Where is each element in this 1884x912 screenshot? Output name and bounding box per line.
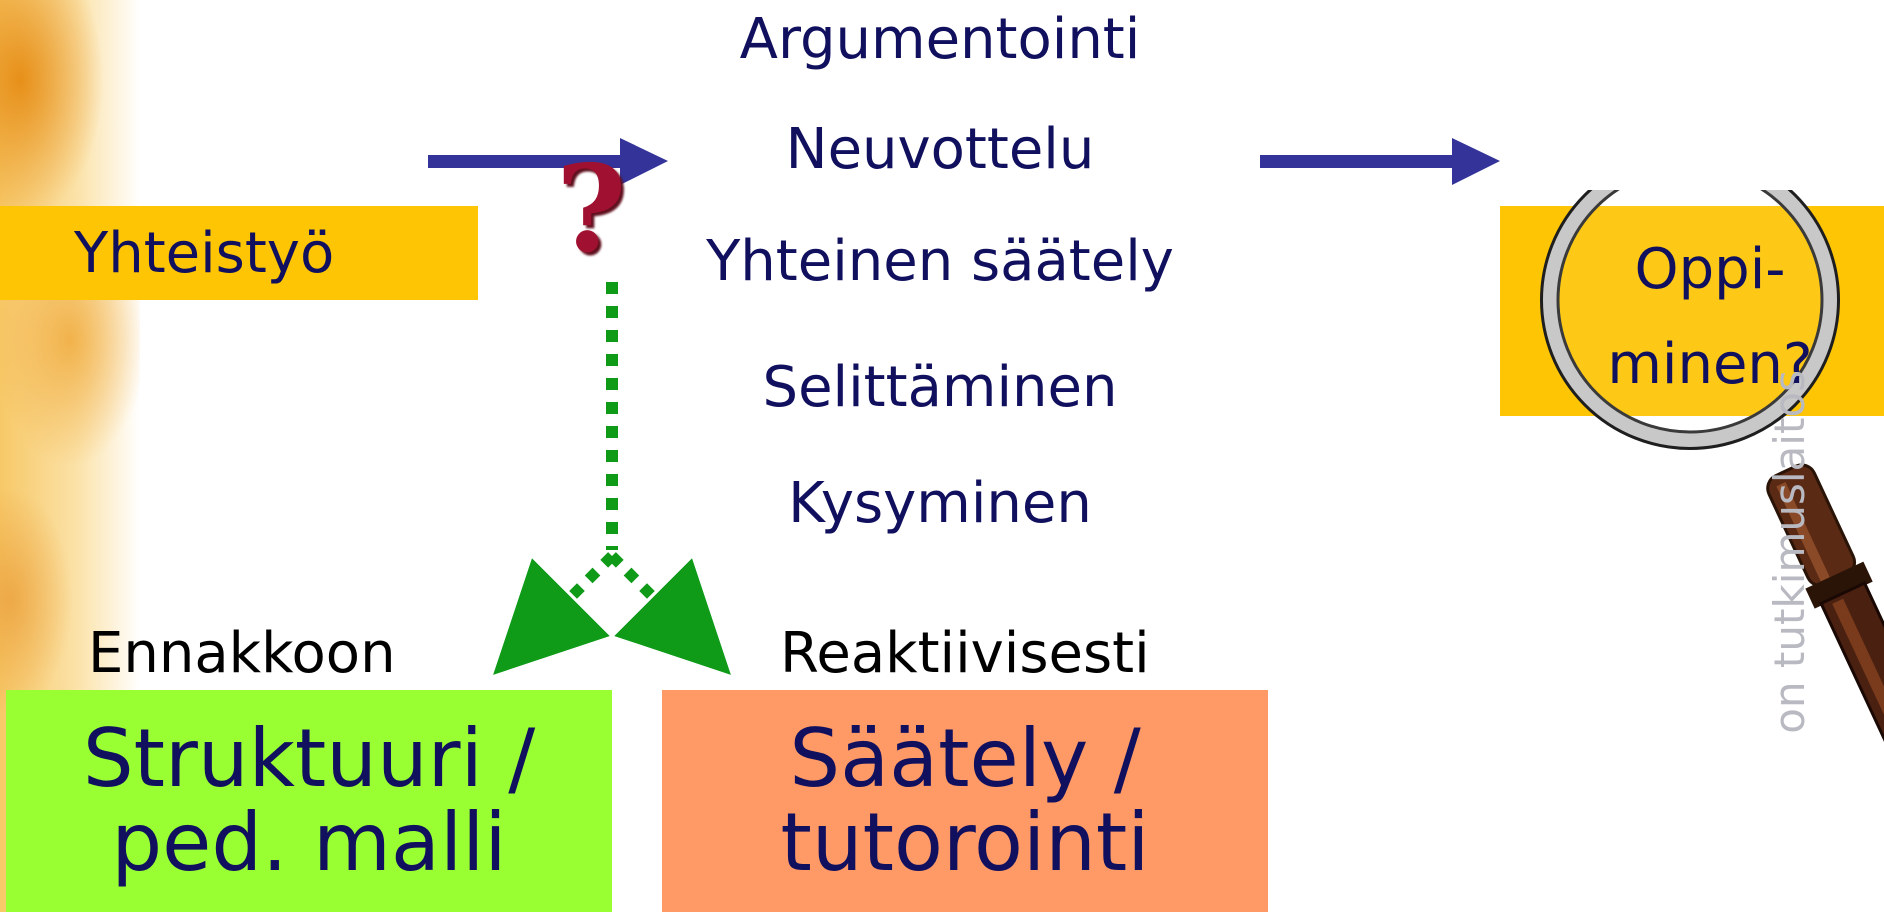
dotted-arrow-right — [608, 552, 731, 675]
dotted-arrow-left — [493, 552, 616, 675]
arrow-to-middle — [428, 138, 668, 185]
result-label-line1: Oppi- — [1634, 237, 1786, 302]
result-label: Oppi- minen? — [1560, 222, 1860, 412]
box-saately-line1: Säätely / — [789, 712, 1141, 805]
middle-item-kysyminen: Kysyminen — [788, 471, 1092, 536]
middle-item-neuvottelu: Neuvottelu — [785, 117, 1095, 182]
result-label-line2: minen? — [1607, 332, 1813, 398]
caption-reaktiivisesti: Reaktiivisesti — [780, 621, 1150, 686]
box-struktuuri-line1: Struktuuri / — [82, 712, 536, 805]
label-yhteistyo: Yhteistyö — [0, 206, 478, 300]
box-saately-line2: tutorointi — [780, 796, 1150, 889]
arrow-to-result — [1260, 138, 1500, 185]
caption-ennakkoon: Ennakkoon — [88, 621, 396, 686]
magnifying-glass-icon — [1540, 190, 1884, 896]
middle-item-argumentointi: Argumentointi — [739, 7, 1141, 72]
label-yhteistyo-text: Yhteistyö — [74, 220, 335, 286]
question-mark: ? — [556, 139, 627, 280]
box-saately: Säätely / tutorointi — [662, 690, 1268, 912]
box-struktuuri-line2: ped. malli — [111, 796, 507, 889]
middle-item-yhteinen-saately: Yhteinen säätely — [706, 229, 1174, 294]
box-struktuuri: Struktuuri / ped. malli — [6, 690, 612, 912]
middle-item-selittaminen: Selittäminen — [762, 355, 1118, 420]
watermark-text: on tutkimuslaitos — [1765, 370, 1814, 734]
